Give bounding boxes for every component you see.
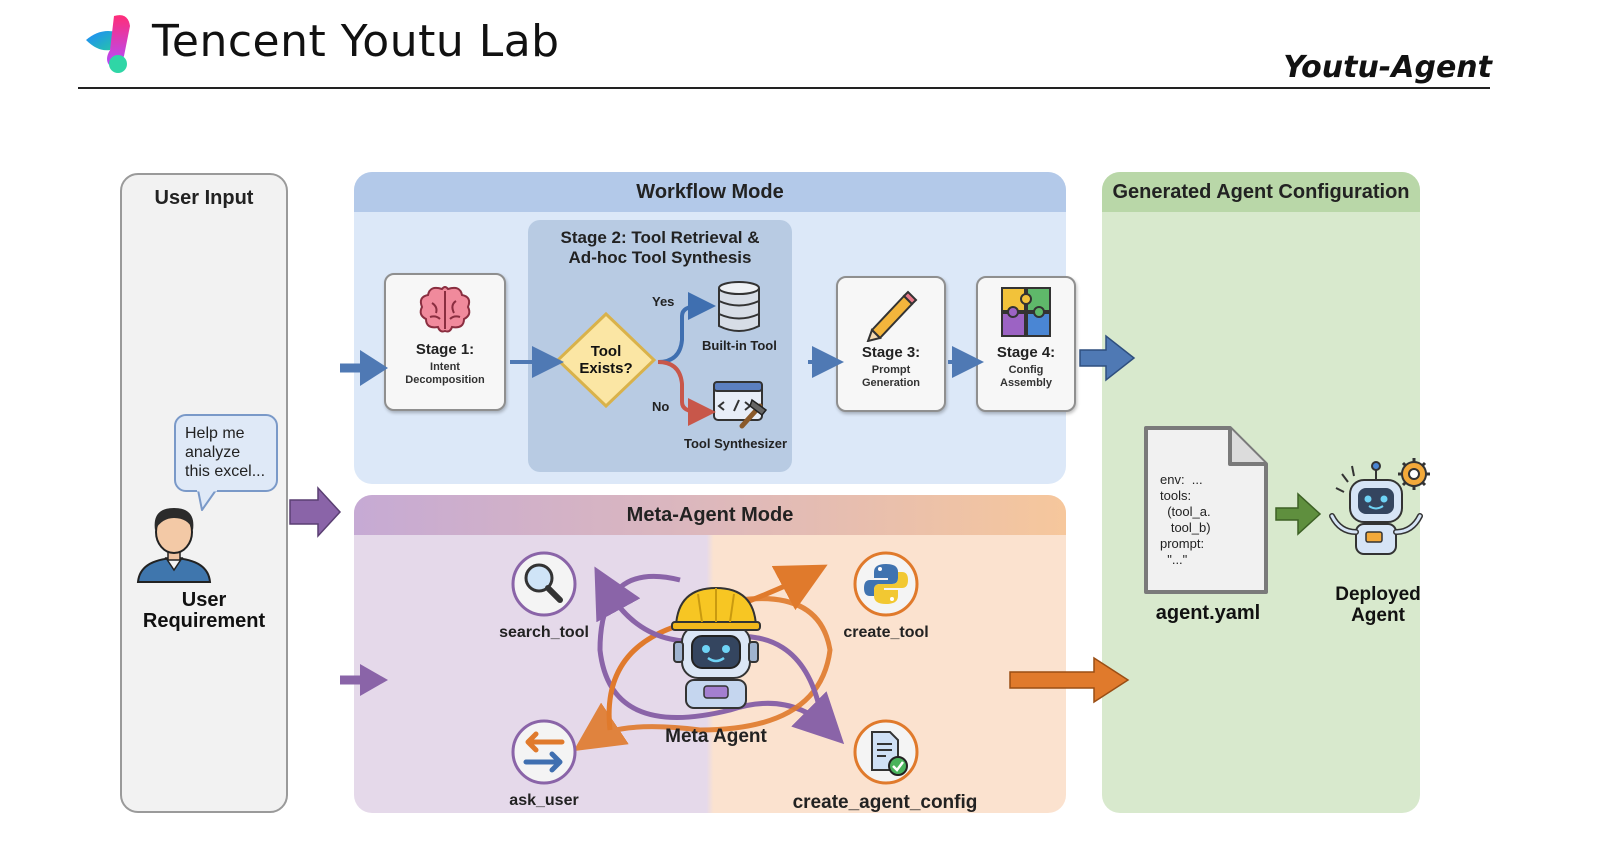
gear-icon bbox=[1398, 458, 1430, 490]
stage3-sub-line2: Generation bbox=[861, 377, 921, 389]
decision-label: Tool Exists? bbox=[566, 343, 646, 377]
stage1-sub-line1: Intent bbox=[430, 361, 460, 373]
create-tool-label: create_tool bbox=[843, 624, 929, 641]
user-label-line2: Requirement bbox=[142, 610, 266, 632]
tencent-youtu-logo bbox=[86, 15, 130, 73]
deployed-line1: Deployed bbox=[1335, 584, 1421, 605]
yaml-content: env: ... tools: (tool_a. tool_b) prompt:… bbox=[1160, 472, 1211, 567]
user-requirement-label: User Requirement bbox=[140, 590, 268, 632]
no-branch-arrow bbox=[657, 360, 716, 426]
workflow-header-band bbox=[354, 172, 1066, 212]
ask-user-label: ask_user bbox=[509, 792, 579, 809]
workflow-mode-title: Workflow Mode bbox=[636, 181, 784, 203]
yes-label: Yes bbox=[652, 294, 675, 309]
stage2-title-line2: Ad-hoc Tool Synthesis bbox=[568, 248, 752, 267]
header-divider bbox=[78, 87, 1490, 89]
meta-agent-mode-title: Meta-Agent Mode bbox=[626, 504, 794, 526]
search-icon bbox=[511, 551, 577, 617]
swap-arrows-icon bbox=[511, 719, 577, 785]
code-hammer-icon bbox=[713, 381, 768, 429]
product-name: Youtu-Agent bbox=[1283, 50, 1492, 85]
document-check-icon bbox=[853, 719, 919, 785]
stage4-sub-line1: Config bbox=[1008, 364, 1044, 376]
stage3-card: Stage 3: Prompt Generation bbox=[836, 276, 946, 412]
create-agent-config-label: create_agent_config bbox=[792, 792, 978, 813]
user-to-modes-arrow bbox=[289, 486, 342, 538]
search-tool-label: search_tool bbox=[499, 624, 589, 641]
brain-icon bbox=[419, 286, 471, 333]
stage3-title: Stage 3: bbox=[861, 344, 921, 361]
stage2-title-line1: Stage 2: Tool Retrieval & bbox=[560, 228, 760, 247]
config-to-deployed-arrow bbox=[1275, 492, 1322, 536]
decision-line2: Exists? bbox=[579, 360, 633, 377]
puzzle-icon bbox=[1001, 287, 1051, 337]
yaml-filename: agent.yaml bbox=[1155, 602, 1261, 624]
no-label: No bbox=[652, 399, 670, 414]
generated-header-band bbox=[1102, 172, 1420, 212]
tool-exists-decision bbox=[555, 311, 657, 409]
database-icon bbox=[718, 281, 760, 332]
stage3-sub-line1: Prompt bbox=[871, 364, 911, 376]
user-avatar-icon bbox=[136, 508, 212, 583]
meta-agent-label: Meta Agent bbox=[665, 726, 767, 747]
stage4-sub-line2: Assembly bbox=[1000, 377, 1052, 389]
python-icon bbox=[853, 551, 919, 617]
builtin-tool-label: Built-in Tool bbox=[702, 338, 777, 353]
deployed-agent-label: Deployed Agent bbox=[1322, 584, 1434, 626]
generated-config-title: Generated Agent Configuration bbox=[1112, 181, 1410, 203]
tool-synthesizer-label: Tool Synthesizer bbox=[684, 436, 788, 451]
decision-line1: Tool bbox=[590, 343, 622, 360]
meta-agent-robot-icon bbox=[671, 586, 761, 709]
stage1-title: Stage 1: bbox=[415, 341, 475, 358]
stage1-sub-line2: Decomposition bbox=[405, 374, 485, 386]
stage2-title: Stage 2: Tool Retrieval & Ad-hoc Tool Sy… bbox=[528, 228, 792, 268]
workflow-to-config-arrow bbox=[1079, 334, 1136, 382]
deployed-robot-icon bbox=[1329, 458, 1430, 555]
stage4-card: Stage 4: Config Assembly bbox=[976, 276, 1076, 412]
meta-to-config-arrow bbox=[1009, 656, 1130, 704]
to-meta-arrowhead bbox=[360, 664, 388, 696]
stage1-subtitle: Intent Decomposition bbox=[386, 361, 504, 387]
user-input-title: User Input bbox=[154, 187, 254, 209]
yes-branch-arrow bbox=[657, 292, 716, 364]
pencil-icon bbox=[866, 290, 918, 342]
meta-header-band bbox=[354, 495, 1066, 535]
user-speech-bubble: Help me analyze this excel... bbox=[174, 414, 278, 492]
stage4-title: Stage 4: bbox=[996, 344, 1056, 361]
deployed-line2: Agent bbox=[1351, 605, 1405, 626]
yaml-file-icon bbox=[1144, 426, 1268, 594]
stage3-subtitle: Prompt Generation bbox=[838, 364, 944, 390]
stage4-subtitle: Config Assembly bbox=[978, 364, 1074, 390]
brand-name: Tencent Youtu Lab bbox=[152, 16, 560, 67]
stage1-card: Stage 1: Intent Decomposition bbox=[384, 273, 506, 411]
speech-tail bbox=[197, 488, 217, 511]
to-workflow-arrowhead bbox=[360, 350, 388, 386]
user-label-line1: User bbox=[181, 589, 227, 611]
